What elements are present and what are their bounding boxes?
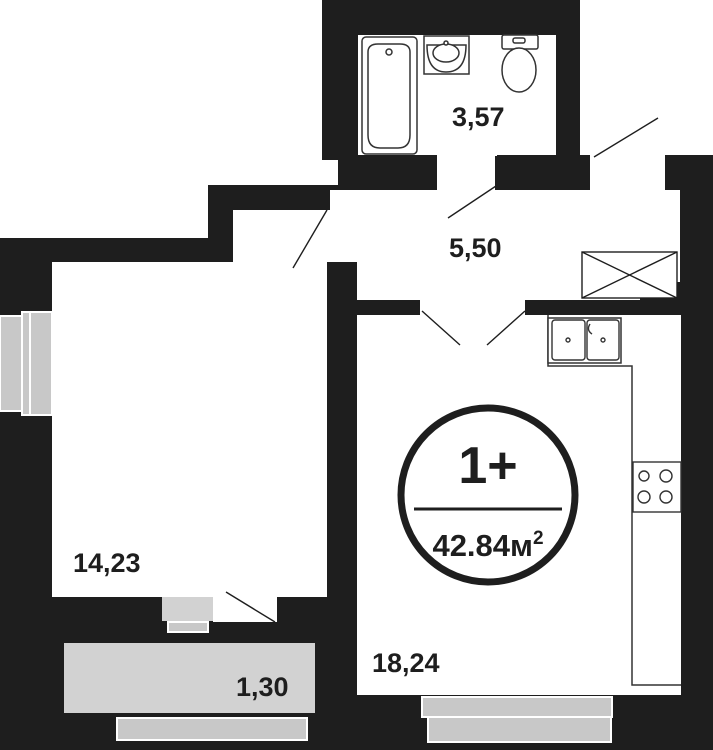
balcony — [64, 597, 315, 741]
door-swings — [225, 117, 659, 623]
room-area-bedroom: 14,23 — [73, 548, 141, 578]
room-area-balcony: 1,30 — [236, 672, 289, 702]
apartment-badge — [397, 404, 579, 586]
kitchen-sink — [551, 319, 620, 361]
total-area-value: 42.84 — [432, 528, 511, 563]
room-area-bathroom: 3,57 — [452, 102, 505, 132]
room-area-hallway: 5,50 — [449, 233, 502, 263]
washbasin — [423, 35, 470, 75]
vent-shaft — [581, 251, 678, 299]
bedroom-floor — [52, 262, 327, 597]
apartment-total-area: 42.84м2 — [388, 529, 588, 561]
area-unit-power: 2 — [532, 528, 544, 549]
room-area-kitchen: 18,24 — [372, 648, 440, 678]
apartment-type: 1+ — [458, 437, 518, 495]
windows — [0, 311, 613, 743]
cooktop — [632, 461, 682, 513]
toilet — [501, 34, 539, 93]
bathtub — [361, 36, 418, 155]
window-left — [0, 315, 23, 412]
window-bottom — [421, 696, 613, 718]
area-unit: м — [510, 528, 533, 563]
